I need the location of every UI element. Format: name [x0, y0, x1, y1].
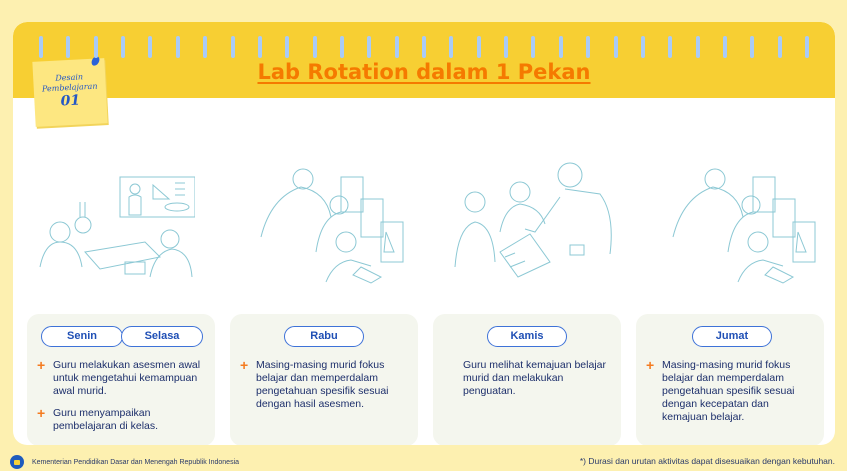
binder-rings: [33, 36, 815, 68]
day-pill-senin: Senin: [41, 326, 123, 347]
day-card-jumat: Jumat + Masing-masing murid fokus belaja…: [636, 314, 824, 445]
day-card-rabu: Rabu + Masing-masing murid fokus belajar…: [230, 314, 418, 445]
classroom-teacher-illustration: [25, 157, 196, 287]
teacher-reviewing-illustration: [445, 157, 615, 287]
binder-ring-icon: [142, 36, 159, 68]
binder-ring-icon: [716, 36, 733, 68]
bullet-list: + Guru melakukan asesmen awal untuk meng…: [37, 357, 207, 442]
bullet-item: + Masing-masing murid fokus belajar dan …: [646, 357, 795, 423]
card-text: Guru melihat kemajuan belajar murid dan …: [463, 359, 606, 397]
day-pill-jumat: Jumat: [692, 326, 772, 347]
binder-ring-icon: [689, 36, 706, 68]
footer-note: *) Durasi dan urutan aktivitas dapat dis…: [579, 456, 835, 466]
day-card-kamis: Kamis Guru melihat kemajuan belajar muri…: [433, 314, 621, 445]
binder-ring-icon: [279, 36, 296, 68]
day-pill-selasa: Selasa: [121, 326, 203, 347]
bullet-item: + Guru melakukan asesmen awal untuk meng…: [37, 357, 201, 397]
plus-icon: +: [646, 357, 655, 373]
binder-ring-icon: [115, 36, 132, 68]
calendar-board: Lab Rotation dalam 1 Pekan: [13, 22, 835, 445]
ministry-logo-icon: [10, 455, 24, 469]
bullet-list: + Masing-masing murid fokus belajar dan …: [240, 357, 410, 420]
binder-ring-icon: [799, 36, 815, 68]
binder-ring-icon: [552, 36, 569, 68]
binder-ring-icon: [306, 36, 323, 68]
plus-icon: +: [240, 357, 249, 373]
sticky-note: Desain Pembelajaran 01: [32, 58, 108, 127]
plus-icon: +: [37, 405, 46, 421]
computer-lab-illustration: [241, 157, 411, 287]
binder-ring-icon: [361, 36, 378, 68]
binder-ring-icon: [251, 36, 268, 68]
binder-ring-icon: [169, 36, 186, 68]
binder-ring-icon: [634, 36, 651, 68]
bullet-item: + Guru menyampaikan pembelajaran di kela…: [37, 405, 159, 432]
day-card-senin-selasa: Senin Selasa + Guru melakukan asesmen aw…: [27, 314, 215, 445]
binder-ring-icon: [470, 36, 487, 68]
binder-ring-icon: [607, 36, 624, 68]
page-title: Lab Rotation dalam 1 Pekan: [257, 60, 591, 84]
bullet-item: + Masing-masing murid fokus belajar dan …: [240, 357, 389, 410]
binder-ring-icon: [498, 36, 515, 68]
binder-ring-icon: [388, 36, 405, 68]
computer-lab-illustration-2: [653, 157, 823, 287]
plus-icon: +: [37, 357, 46, 373]
bullet-list: + Masing-masing murid fokus belajar dan …: [646, 357, 816, 433]
binder-ring-icon: [744, 36, 761, 68]
binder-ring-icon: [416, 36, 432, 68]
binder-ring-icon: [662, 36, 679, 68]
header-band: [13, 22, 835, 98]
binder-ring-icon: [224, 36, 241, 68]
binder-ring-icon: [197, 36, 214, 68]
binder-ring-icon: [443, 36, 460, 68]
day-pill-rabu: Rabu: [284, 326, 364, 347]
binder-ring-icon: [580, 36, 597, 68]
binder-ring-icon: [525, 36, 542, 68]
binder-ring-icon: [771, 36, 788, 68]
binder-ring-icon: [333, 36, 350, 68]
footer-ministry: Kementerian Pendidikan Dasar dan Menenga…: [10, 455, 239, 469]
day-pill-kamis: Kamis: [487, 326, 567, 347]
